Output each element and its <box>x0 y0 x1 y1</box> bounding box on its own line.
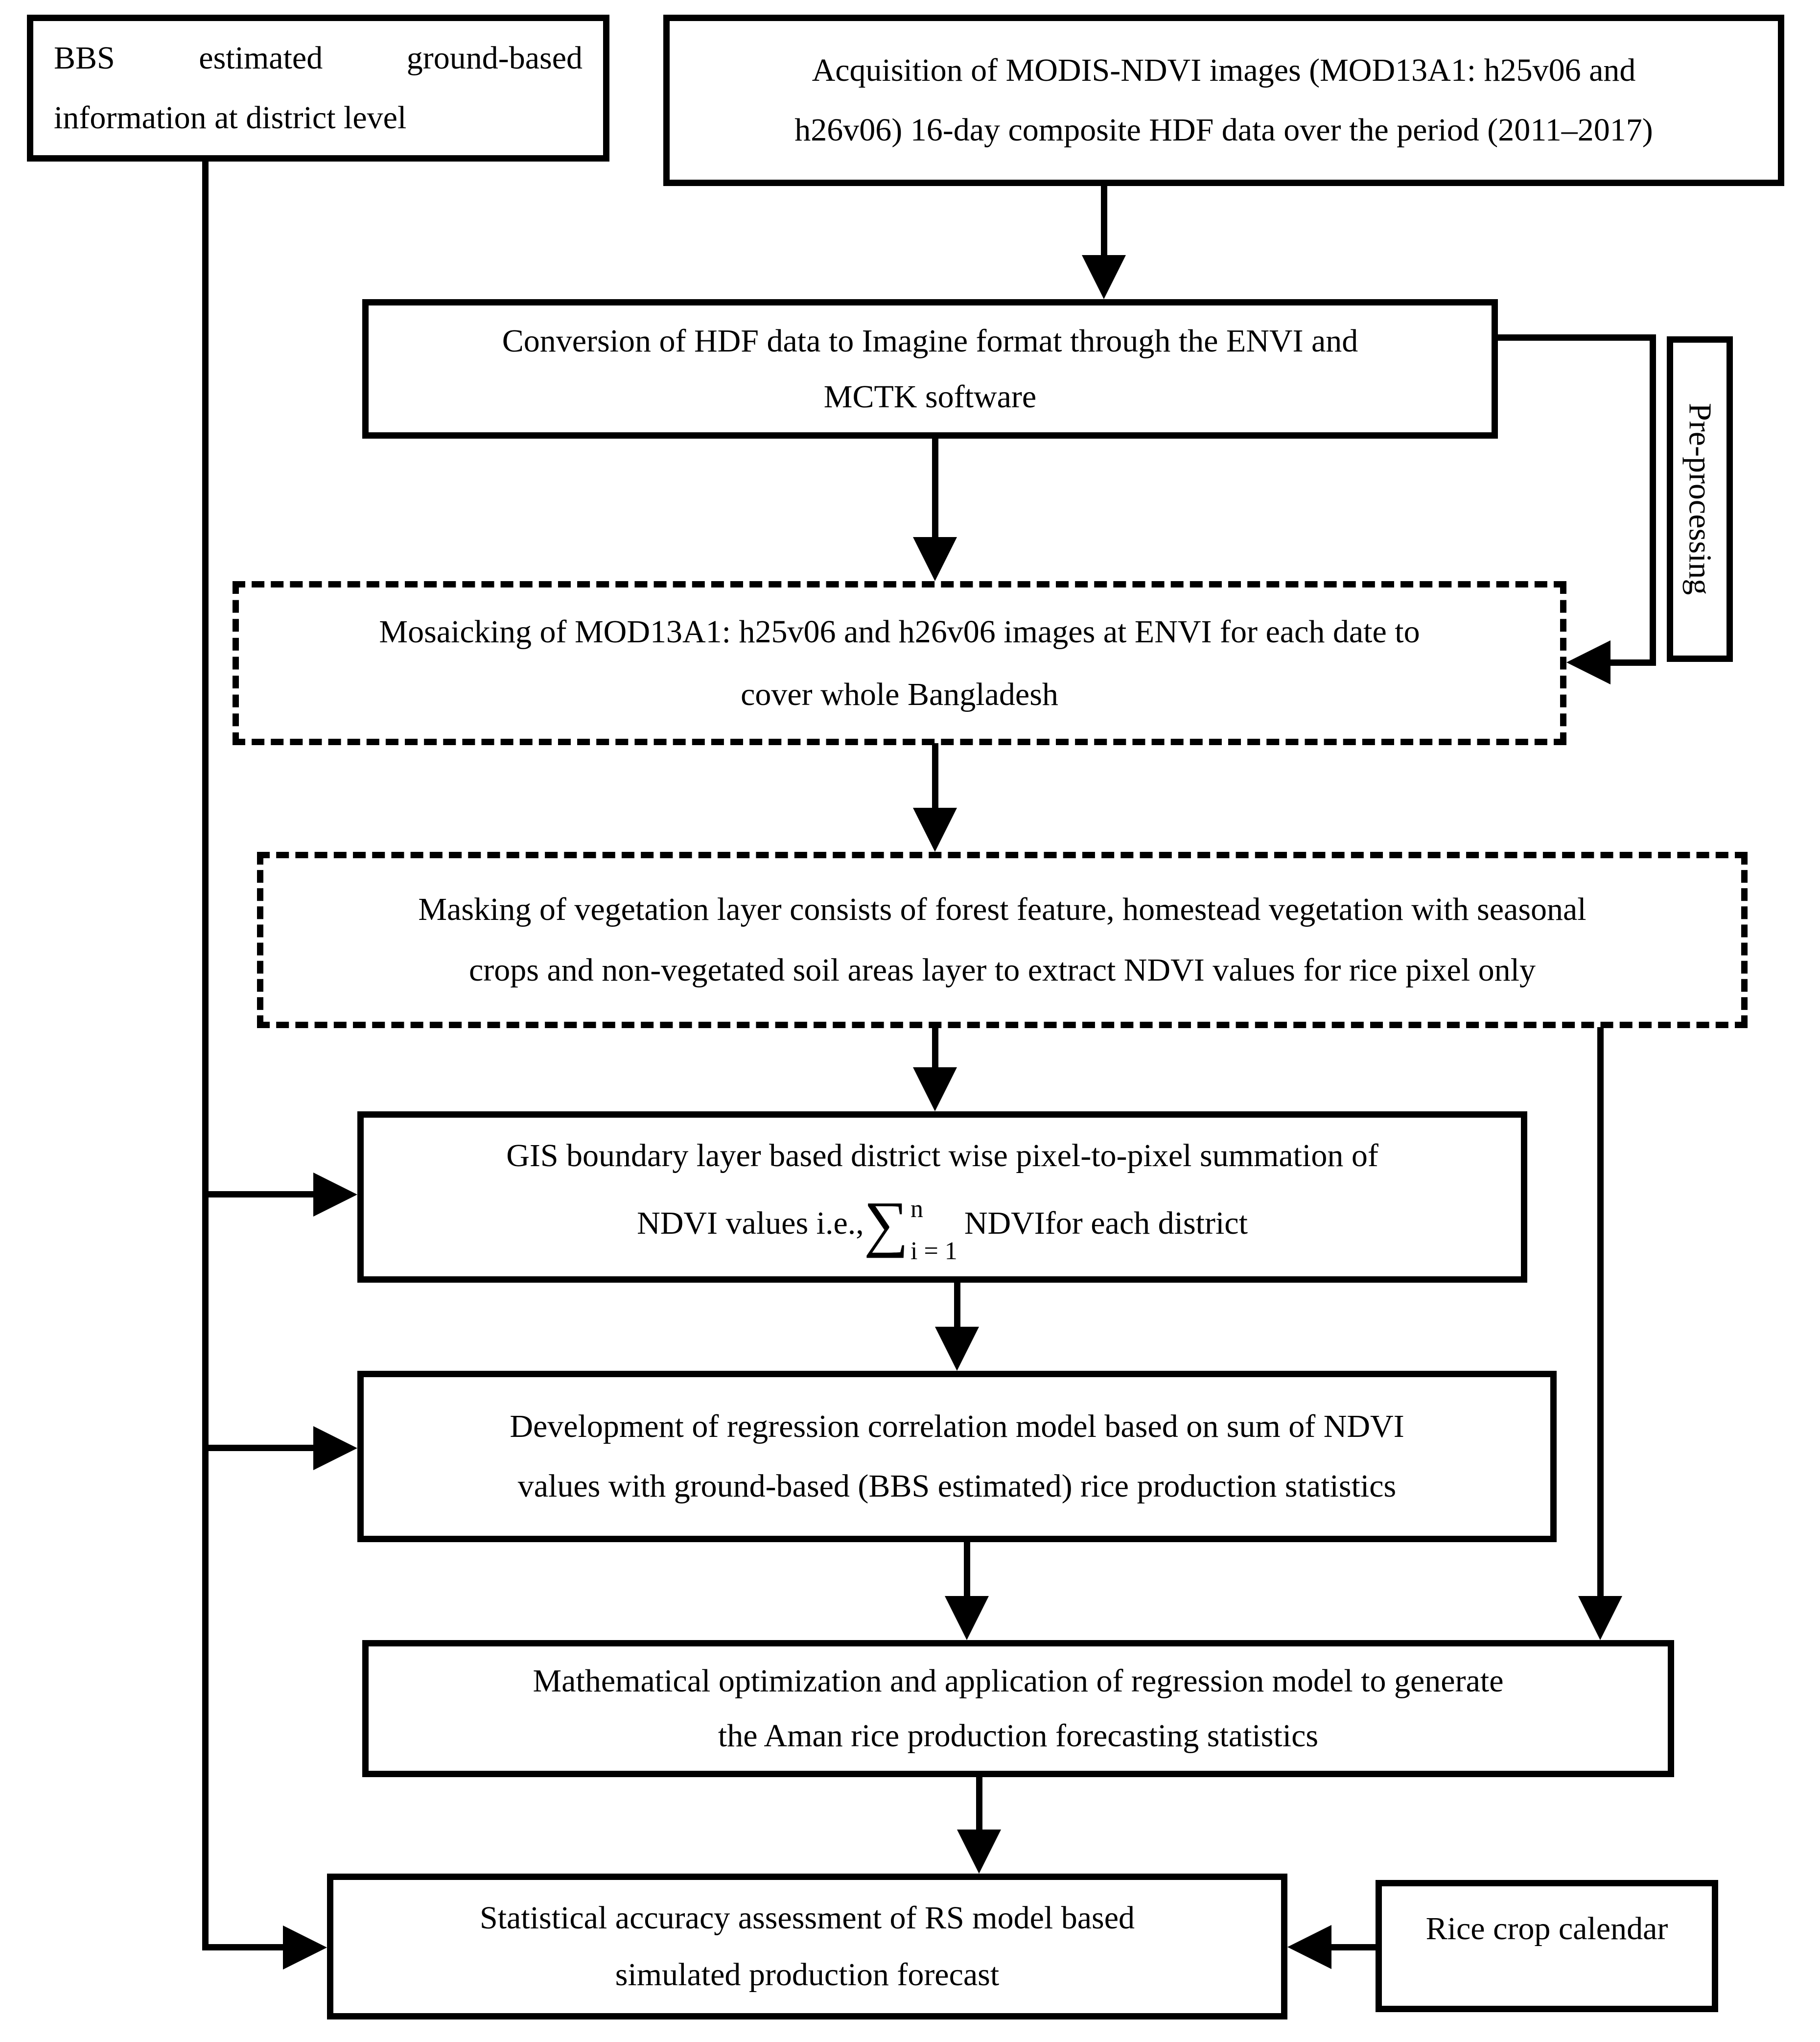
connector-masking-to-optimization <box>1597 1027 1604 1597</box>
arrowhead-gis-to-regression <box>935 1327 979 1371</box>
arrowhead-bbs-to-gis <box>313 1173 357 1217</box>
sigma-upper-limit: n <box>910 1195 924 1223</box>
connector-masking-to-gis <box>932 1027 938 1071</box>
mosaicking-box-line1: Mosaicking of MOD13A1: h25v06 and h26v06… <box>379 613 1420 650</box>
connector-bbs-left-rail <box>202 161 209 1950</box>
arrowhead-mosaicking-to-masking <box>913 808 957 852</box>
connector-calendar-to-assessment <box>1330 1944 1378 1950</box>
arrowhead-bbs-to-assessment <box>283 1925 327 1970</box>
connector-bbs-to-gis <box>202 1191 315 1197</box>
regression-box-line1: Development of regression correlation mo… <box>510 1408 1404 1444</box>
assessment-box-line2: simulated production forecast <box>615 1957 1000 1993</box>
connector-mosaicking-to-masking <box>932 743 938 812</box>
preprocessing-label-box: Pre-processing <box>1667 336 1733 662</box>
rice-calendar-label: Rice crop calendar <box>1425 1911 1668 1947</box>
arrowhead-masking-to-gis <box>913 1067 957 1111</box>
sigma-lower-limit: i = 1 <box>910 1237 957 1265</box>
arrowhead-conversion-to-mosaicking <box>913 537 957 581</box>
masking-box-line2: crops and non-vegetated soil areas layer… <box>469 952 1536 988</box>
arrowhead-bbs-to-regression <box>313 1426 357 1470</box>
conversion-box-line2: MCTK software <box>823 378 1037 415</box>
masking-box-line1: Masking of vegetation layer consists of … <box>418 892 1587 927</box>
formula-prefix: NDVI values i.e., <box>637 1205 864 1241</box>
arrowhead-masking-to-optimization <box>1578 1596 1622 1640</box>
bbs-box-line1: BBS estimated ground-based <box>54 40 583 76</box>
connector-acquisition-to-conversion <box>1101 185 1107 258</box>
preprocessing-label: Pre-processing <box>1682 403 1718 595</box>
formula-suffix: for each district <box>1045 1205 1248 1241</box>
formula-ndvi: NDVI <box>964 1205 1045 1241</box>
bbs-ground-information-box: BBS estimated ground-based information a… <box>27 15 609 162</box>
optimization-box: Mathematical optimization and applicatio… <box>362 1640 1674 1777</box>
acquisition-box-line1: Acquisition of MODIS-NDVI images (MOD13A… <box>812 52 1636 88</box>
connector-preprocessing-bracket-bottom <box>1610 659 1656 666</box>
conversion-box-line1: Conversion of HDF data to Imagine format… <box>502 323 1358 359</box>
acquisition-box-line2: h26v06) 16-day composite HDF data over t… <box>794 112 1653 148</box>
connector-optimization-to-assessment <box>976 1776 982 1833</box>
gis-box-line1: GIS boundary layer based district wise p… <box>506 1138 1378 1174</box>
assessment-box-line1: Statistical accuracy assessment of RS mo… <box>480 1900 1135 1936</box>
accuracy-assessment-box: Statistical accuracy assessment of RS mo… <box>327 1874 1287 2019</box>
sigma-limits: n i = 1 <box>910 1197 957 1264</box>
regression-model-box: Development of regression correlation mo… <box>357 1371 1557 1542</box>
connector-regression-to-optimization <box>964 1541 970 1600</box>
connector-bbs-to-regression <box>202 1445 315 1451</box>
bbs-box-line2: information at district level <box>54 100 407 136</box>
connector-gis-to-regression <box>954 1282 960 1331</box>
arrowhead-regression-to-optimization <box>945 1596 989 1640</box>
arrowhead-bracket-to-mosaicking <box>1566 640 1610 684</box>
mosaicking-box-line2: cover whole Bangladesh <box>741 676 1058 712</box>
connector-bbs-to-assessment <box>202 1944 284 1950</box>
arrowhead-calendar-to-assessment <box>1287 1925 1331 1969</box>
regression-box-line2: values with ground-based (BBS estimated)… <box>517 1468 1397 1504</box>
connector-conversion-to-mosaicking <box>932 437 938 540</box>
optimization-box-line2: the Aman rice production forecasting sta… <box>718 1718 1319 1754</box>
arrowhead-acquisition-to-conversion <box>1082 255 1126 299</box>
masking-box: Masking of vegetation layer consists of … <box>257 852 1748 1028</box>
rice-crop-calendar-box: Rice crop calendar <box>1376 1880 1718 2012</box>
gis-box-formula-line: NDVI values i.e., ∑ n i = 1 NDVI for eac… <box>388 1189 1496 1264</box>
gis-summation-box: GIS boundary layer based district wise p… <box>357 1111 1527 1283</box>
modis-acquisition-box: Acquisition of MODIS-NDVI images (MOD13A… <box>663 15 1784 186</box>
mosaicking-box: Mosaicking of MOD13A1: h25v06 and h26v06… <box>233 581 1566 745</box>
sigma-symbol: ∑ <box>863 1189 909 1258</box>
connector-preprocessing-bracket-side <box>1650 334 1656 666</box>
arrowhead-optimization-to-assessment <box>957 1830 1001 1874</box>
connector-preprocessing-bracket-top <box>1498 334 1656 341</box>
optimization-box-line1: Mathematical optimization and applicatio… <box>533 1663 1504 1699</box>
hdf-conversion-box: Conversion of HDF data to Imagine format… <box>362 299 1498 439</box>
